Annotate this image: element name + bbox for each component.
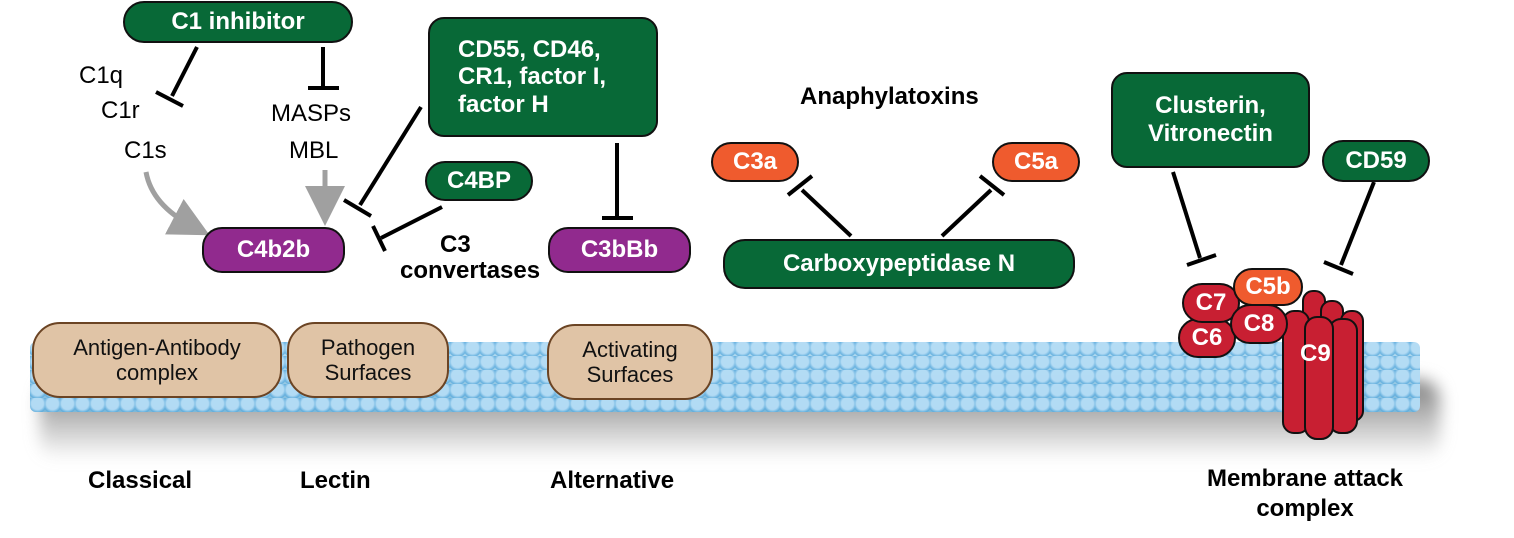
inhibition-c4bp-c4b2b bbox=[371, 205, 443, 252]
clusterin-line-2: Vitronectin bbox=[1148, 120, 1273, 147]
surface-antigen-antibody-line-2: complex bbox=[116, 360, 198, 385]
cd55-group-line-2: CR1, factor I, bbox=[458, 63, 607, 91]
component-c1r: C1r bbox=[101, 97, 140, 124]
c7-label: C7 bbox=[1195, 289, 1227, 317]
c5b-label: C5b bbox=[1245, 273, 1291, 301]
surface-antigen-antibody: Antigen-Antibody complex bbox=[32, 322, 282, 398]
component-c1s: C1s bbox=[124, 137, 167, 164]
anaphylatoxins-heading: Anaphylatoxins bbox=[800, 83, 979, 110]
component-masps: MASPs bbox=[271, 100, 352, 127]
c3bbb-label: C3bBb bbox=[580, 236, 659, 264]
inhibition-cpn-c3a bbox=[786, 174, 853, 238]
pathway-classical: Classical bbox=[88, 467, 193, 494]
pathway-alternative: Alternative bbox=[550, 467, 675, 494]
c6-label: C6 bbox=[1191, 324, 1223, 352]
c8-label: C8 bbox=[1243, 310, 1275, 338]
c8-box: C8 bbox=[1230, 304, 1288, 344]
c4b2b-label: C4b2b bbox=[236, 236, 311, 264]
cd59-label: CD59 bbox=[1345, 147, 1407, 175]
surface-antigen-antibody-line-1: Antigen-Antibody bbox=[73, 334, 241, 360]
cd55-group-box: CD55, CD46, CR1, factor I, factor H bbox=[428, 17, 658, 137]
carboxypeptidase-n-box: Carboxypeptidase N bbox=[723, 239, 1075, 289]
surface-activating: Activating Surfaces bbox=[547, 324, 713, 400]
surface-pathogen-line-1: Pathogen bbox=[320, 334, 416, 360]
c4bp-box: C4BP bbox=[425, 161, 533, 201]
clusterin-box: Clusterin, Vitronectin bbox=[1111, 72, 1310, 168]
mac-label-line-2: complex bbox=[1256, 495, 1354, 523]
c1-inhibitor-box: C1 inhibitor bbox=[123, 1, 353, 43]
c4bp-label: C4BP bbox=[446, 167, 512, 195]
surface-pathogen-line-2: Surfaces bbox=[324, 360, 412, 385]
inhibition-cpn-c5a bbox=[940, 174, 1006, 238]
inhibition-clusterin-mac bbox=[1171, 171, 1217, 267]
c3a-box: C3a bbox=[711, 142, 799, 182]
c5b-box: C5b bbox=[1233, 268, 1303, 306]
c6-box: C6 bbox=[1178, 318, 1236, 358]
surface-activating-line-1: Activating bbox=[582, 336, 678, 362]
c9-pore: C9 bbox=[1280, 290, 1366, 440]
c5a-label: C5a bbox=[1013, 148, 1059, 176]
c1-inhibitor-label: C1 inhibitor bbox=[171, 8, 305, 36]
clusterin-line-1: Clusterin, bbox=[1155, 92, 1266, 120]
c3-convertases-label: C3 convertases bbox=[400, 231, 541, 285]
c3bbb-box: C3bBb bbox=[548, 227, 691, 273]
cd55-group-line-3: factor H bbox=[458, 90, 549, 118]
inhibition-cd55-c4b2b bbox=[342, 105, 423, 218]
activation-arrow-classical bbox=[143, 171, 210, 236]
inhibition-cd59-mac bbox=[1323, 181, 1376, 276]
inhibition-cd55-c3bbb bbox=[602, 143, 633, 220]
c9-label: C9 bbox=[1300, 340, 1331, 367]
component-c1q: C1q bbox=[79, 62, 124, 89]
pathway-lectin: Lectin bbox=[300, 467, 371, 494]
c5a-box: C5a bbox=[992, 142, 1080, 182]
component-mbl: MBL bbox=[289, 137, 339, 164]
cd55-group-line-1: CD55, CD46, bbox=[458, 35, 601, 63]
c3-convertases-line-1: C3 bbox=[440, 231, 471, 258]
mac-label-line-1: Membrane attack bbox=[1206, 465, 1404, 492]
carboxypeptidase-n-label: Carboxypeptidase N bbox=[782, 250, 1016, 278]
inhibition-c1inh-c1r bbox=[155, 46, 199, 108]
c3-convertases-line-2: convertases bbox=[400, 257, 541, 285]
c3a-label: C3a bbox=[732, 148, 778, 176]
surface-pathogen: Pathogen Surfaces bbox=[287, 322, 449, 398]
mac-label: Membrane attack complex bbox=[1180, 465, 1430, 523]
cd59-box: CD59 bbox=[1322, 140, 1430, 182]
c4b2b-box: C4b2b bbox=[202, 227, 345, 273]
inhibition-c1inh-masps bbox=[308, 47, 339, 90]
surface-activating-line-2: Surfaces bbox=[586, 362, 674, 387]
